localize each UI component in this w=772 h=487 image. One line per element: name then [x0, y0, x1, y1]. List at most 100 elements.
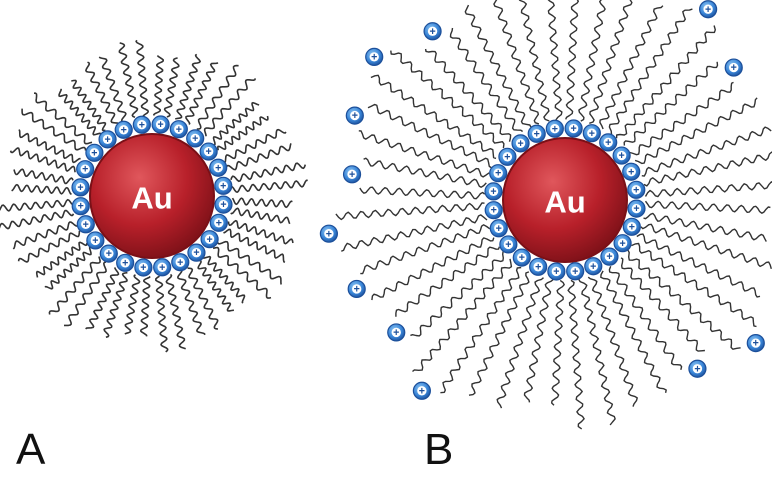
plus-charge-bead-icon: +	[132, 115, 151, 134]
plus-charge-bead-icon: +	[423, 22, 442, 41]
svg-text:+: +	[78, 201, 84, 213]
svg-text:+: +	[552, 123, 558, 135]
ligand-chain	[9, 147, 76, 173]
ligand-chain	[196, 64, 239, 130]
ligand-chain	[634, 97, 758, 165]
plus-charge-bead-icon: +	[76, 160, 95, 179]
ligand-chain	[551, 279, 565, 406]
plus-charge-bead-icon: +	[512, 248, 531, 267]
ligand-chain	[578, 279, 616, 426]
plus-charge-bead-icon: +	[498, 147, 517, 166]
ligand-chain	[118, 42, 139, 119]
svg-text:+: +	[590, 261, 596, 273]
ligand-chain	[34, 92, 93, 145]
ligand-chain	[587, 276, 638, 407]
ligand-chain	[518, 0, 550, 122]
ligand-chain	[578, 0, 606, 122]
ligand-chain	[44, 247, 92, 290]
svg-text:+: +	[505, 239, 511, 251]
ligand-chain	[35, 241, 88, 278]
charge-beads: ++++++++++++++++++++++++	[71, 115, 233, 277]
svg-text:+: +	[77, 182, 83, 194]
svg-text:+: +	[220, 199, 226, 211]
plus-charge-bead-icon: +	[151, 115, 170, 134]
svg-text:+: +	[629, 221, 635, 233]
svg-text:+: +	[176, 124, 182, 136]
ligand-chain	[615, 25, 716, 139]
plus-charge-bead-icon: +	[134, 258, 153, 277]
svg-text:+: +	[193, 247, 199, 259]
plus-charge-bead-icon: +	[209, 158, 228, 177]
svg-text:+: +	[571, 123, 577, 135]
svg-text:+: +	[572, 266, 578, 278]
ligand-chain	[449, 27, 524, 133]
ligand-chain	[468, 271, 530, 396]
ligand-chain	[623, 61, 719, 146]
svg-text:+: +	[122, 257, 128, 269]
ligand-chain	[641, 126, 772, 177]
svg-text:+: +	[619, 238, 625, 250]
ligand-chain	[64, 261, 107, 327]
ligand-chain	[340, 214, 488, 252]
svg-text:+: +	[82, 164, 88, 176]
ligand-chain	[496, 277, 544, 409]
plus-charge-bead-icon: +	[71, 178, 90, 197]
ligand-chain	[135, 39, 149, 117]
ligand-chain	[589, 0, 633, 124]
plus-charge-bead-icon: +	[599, 133, 618, 152]
ligand-chain	[395, 246, 501, 317]
svg-text:+: +	[504, 151, 510, 163]
svg-text:+: +	[535, 261, 541, 273]
ligand-chain	[12, 221, 78, 250]
ligand-chain	[21, 108, 87, 151]
plus-charge-bead-icon: +	[114, 120, 133, 139]
ligand-chain	[11, 183, 72, 196]
core-label: Au	[544, 184, 585, 219]
svg-text:+: +	[731, 62, 737, 74]
ligand-chain	[71, 79, 107, 132]
svg-text:+: +	[159, 262, 165, 274]
ligand-chain	[608, 266, 683, 370]
ligand-chain	[155, 275, 169, 353]
svg-text:+: +	[206, 234, 212, 246]
core-label: Au	[131, 180, 172, 215]
ligand-chain	[600, 270, 667, 393]
plus-charge-bead-icon: +	[412, 381, 431, 400]
ligand-chain	[631, 242, 757, 328]
ligand-chain	[217, 240, 282, 285]
svg-text:+: +	[419, 385, 425, 397]
ligand-chain	[85, 61, 118, 124]
plus-charge-bead-icon: +	[566, 262, 585, 281]
ligand-chain	[640, 223, 772, 269]
svg-text:+: +	[605, 137, 611, 149]
panel-a-label: A	[16, 425, 46, 474]
ligand-chains	[0, 39, 308, 353]
plus-charge-bead-icon: +	[214, 195, 233, 214]
svg-text:+: +	[519, 252, 525, 264]
svg-text:+: +	[496, 223, 502, 235]
plus-charge-bead-icon: +	[187, 243, 206, 262]
ligand-chain	[231, 179, 308, 193]
ligand-chain	[224, 128, 287, 163]
plus-charge-bead-icon: +	[746, 334, 765, 353]
svg-text:+: +	[553, 266, 559, 278]
plus-charge-bead-icon: +	[209, 213, 228, 232]
ligand-chain	[230, 207, 291, 225]
plus-charge-bead-icon: +	[387, 323, 406, 342]
ligand-chain	[0, 198, 73, 212]
svg-text:+: +	[139, 119, 145, 131]
ligand-chains	[335, 0, 772, 430]
plus-charge-bead-icon: +	[186, 129, 205, 148]
ligand-chain	[231, 197, 293, 209]
ligand-chain	[175, 53, 201, 120]
ligand-chain	[212, 101, 260, 146]
ligand-chain	[18, 129, 81, 164]
svg-text:+: +	[220, 180, 226, 192]
plus-charge-bead-icon: +	[153, 258, 172, 277]
ligand-chain	[163, 57, 180, 118]
ligand-chain	[177, 270, 206, 336]
ligand-chain	[643, 151, 772, 187]
plus-charge-bead-icon: +	[627, 199, 646, 218]
plus-charge-bead-icon: +	[699, 0, 718, 19]
svg-text:+: +	[352, 110, 358, 122]
